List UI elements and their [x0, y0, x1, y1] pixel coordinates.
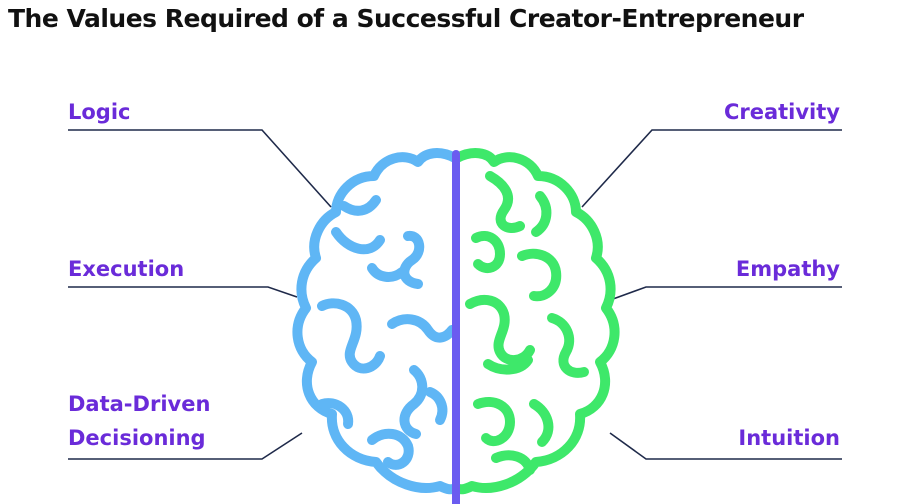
leader-line-logic [68, 129, 332, 208]
leader-line-empathy [612, 286, 842, 300]
leader-lines-left [68, 129, 332, 460]
leader-line-data-driven [68, 432, 303, 460]
label-empathy: Empathy [735, 257, 840, 281]
leader-lines-right [581, 129, 842, 460]
label-logic: Logic [68, 100, 131, 124]
label-creativity: Creativity [723, 100, 840, 124]
page-title: The Values Required of a Successful Crea… [8, 4, 804, 33]
label-execution: Execution [68, 257, 185, 281]
label-data-driven-decisioning: Data-Driven Decisioning [68, 392, 211, 450]
leader-line-intuition [609, 432, 842, 460]
label-intuition: Intuition [738, 426, 840, 450]
left-hemisphere [292, 148, 460, 495]
leader-line-execution [68, 286, 298, 298]
right-hemisphere [452, 148, 620, 495]
leader-line-creativity [581, 129, 842, 208]
